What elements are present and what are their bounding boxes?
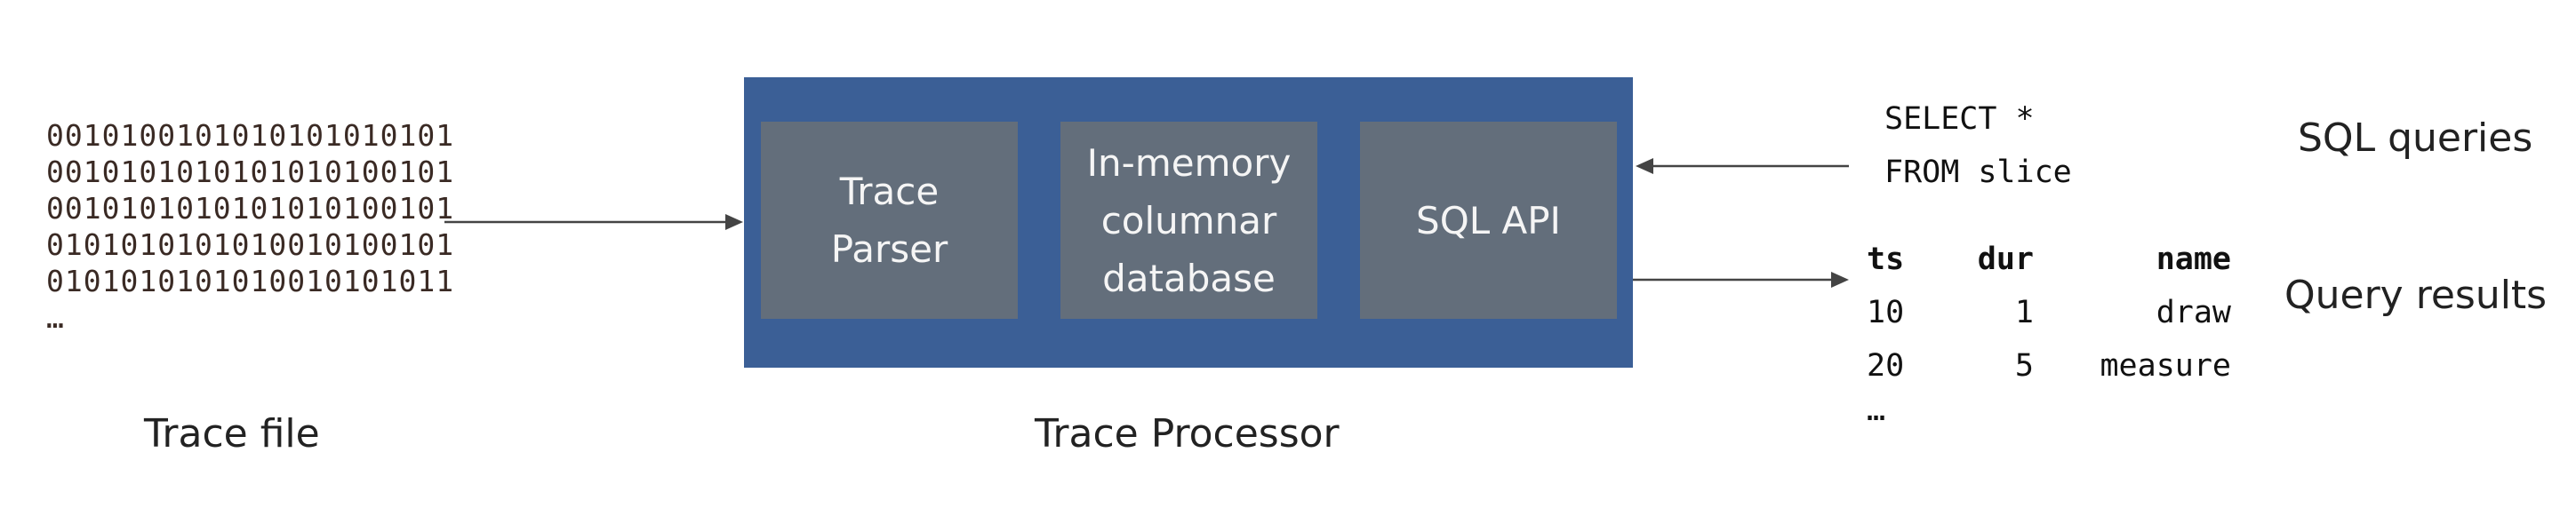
table-cell: 10 (1867, 295, 1905, 330)
query-results-table: ts dur name 10 1 draw 20 5 measure … (1867, 233, 2231, 428)
binary-line: 0010100101010101010101 (46, 118, 455, 153)
binary-line: 0101010101010010101011 (46, 264, 455, 298)
component-text: Parser (830, 227, 948, 271)
binary-ellipsis: … (46, 300, 65, 335)
columnar-database-box: In-memory columnar database (1060, 122, 1317, 319)
trace-processor-container: Trace Parser In-memory columnar database… (744, 77, 1633, 368)
table-row: 20 5 measure (1867, 339, 2231, 393)
results-ellipsis: … (1867, 393, 1886, 428)
column-header: name (2156, 242, 2231, 277)
sql-line: SELECT * (1884, 101, 2035, 137)
table-cell: 1 (2014, 295, 2034, 330)
table-cell: draw (2156, 295, 2231, 330)
table-cell: measure (2100, 348, 2231, 384)
component-text: SQL API (1416, 198, 1561, 242)
column-header: ts (1867, 242, 1905, 277)
table-row: 10 1 draw (1867, 286, 2231, 339)
sql-queries-label: SQL queries (2298, 115, 2533, 161)
trace-file-label: Trace file (144, 411, 320, 456)
table-header-row: ts dur name (1867, 233, 2231, 286)
sql-api-box: SQL API (1360, 122, 1617, 319)
arrowhead-icon (725, 214, 743, 230)
sql-line: FROM slice (1884, 155, 2072, 190)
sql-query: SELECT * FROM slice (1884, 92, 2072, 199)
component-text: In-memory (1086, 140, 1292, 185)
trace-processor-label: Trace Processor (1035, 411, 1340, 456)
binary-line: 0101010101010010100101 (46, 227, 455, 262)
component-text: Trace (839, 170, 940, 213)
binary-line: 0010101010101010100101 (46, 191, 455, 226)
component-text: columnar (1100, 198, 1277, 242)
trace-parser-box: Trace Parser (761, 122, 1018, 319)
arrowhead-icon (1636, 158, 1653, 174)
table-cell: 5 (2014, 348, 2034, 384)
table-cell: 20 (1867, 348, 1905, 384)
trace-file-binary: 0010100101010101010101 00101010101010101… (46, 117, 454, 336)
component-text: database (1102, 256, 1276, 300)
query-results-label: Query results (2284, 273, 2548, 318)
arrowhead-icon (1831, 272, 1849, 288)
binary-line: 0010101010101010100101 (46, 155, 455, 189)
column-header: dur (1977, 242, 2034, 277)
